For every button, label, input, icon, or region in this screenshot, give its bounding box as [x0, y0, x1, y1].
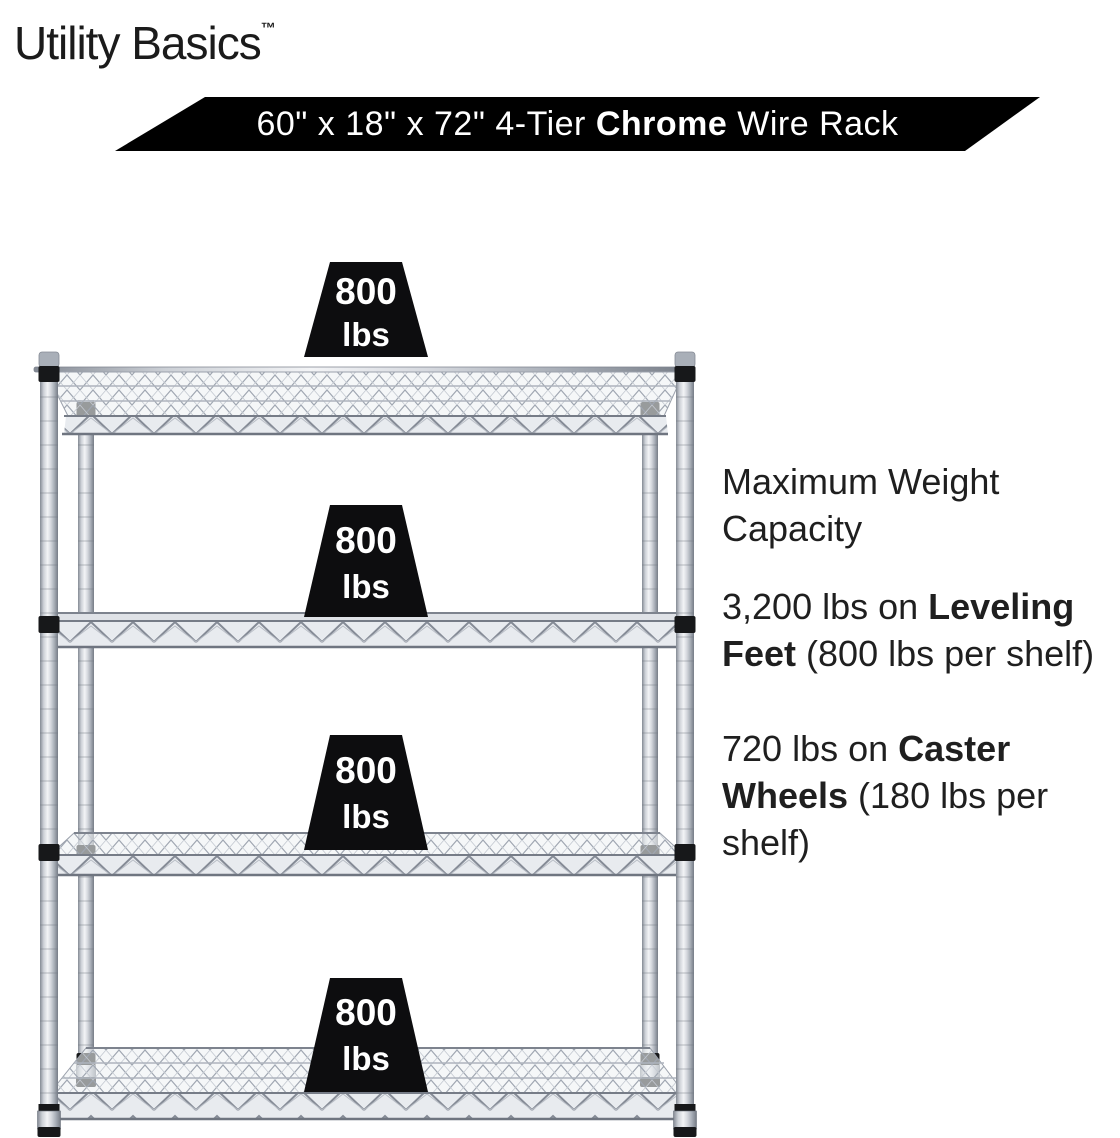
weight-unit: lbs [342, 798, 390, 835]
trademark-symbol: ™ [260, 20, 276, 37]
weight-badge-3: 800 lbs [304, 735, 428, 850]
leveling-feet-capacity: 3,200 lbs on Leveling Feet (800 lbs per … [722, 583, 1120, 677]
front-posts [37, 351, 697, 1137]
shelf-2 [40, 612, 690, 649]
capacity-info: Maximum Weight Capacity 3,200 lbs on Lev… [722, 458, 1120, 866]
capacity-text: 3,200 lbs on [722, 586, 929, 627]
caster-wheels-capacity: 720 lbs on Caster Wheels (180 lbs per sh… [722, 725, 1120, 866]
weight-unit: lbs [342, 568, 390, 605]
shelf-4 [42, 1047, 688, 1121]
weight-badge-2: 800 lbs [304, 505, 428, 617]
weight-badge-4: 800 lbs [304, 978, 428, 1092]
brand-name: Utility Basics [14, 17, 262, 69]
weight-badge-1: 800 lbs [304, 262, 428, 357]
weight-value: 800 [335, 992, 397, 1033]
capacity-bold-text: Caster Wheels [722, 728, 1011, 816]
capacity-heading: Maximum Weight Capacity [722, 461, 1000, 549]
product-title-banner: 60" x 18" x 72" 4-Tier Chrome Wire Rack [115, 97, 1040, 151]
weight-value: 800 [335, 750, 397, 791]
rack-illustration: 800 lbs 800 lbs 800 lbs 800 lbs [28, 255, 700, 1138]
capacity-bold-text: Leveling Feet [722, 586, 1075, 674]
weight-unit: lbs [342, 316, 390, 353]
capacity-text: (180 lbs per shelf) [722, 775, 1049, 863]
weight-unit: lbs [342, 1040, 390, 1077]
banner-highlight-text: Chrome [595, 105, 728, 143]
rack-svg: 800 lbs 800 lbs 800 lbs 800 lbs [33, 262, 697, 1137]
capacity-text: 720 lbs on [722, 728, 899, 769]
weight-value: 800 [335, 520, 397, 561]
banner-suffix-text: Wire Rack [727, 105, 899, 143]
shelf-3 [44, 832, 686, 877]
brand-logo: Utility Basics™ [14, 0, 276, 72]
banner-dimensions-text: 60" x 18" x 72" 4-Tier [256, 105, 596, 143]
weight-value: 800 [335, 271, 397, 312]
capacity-text: (800 lbs per shelf) [796, 633, 1095, 674]
shelf-1 [33, 366, 695, 436]
